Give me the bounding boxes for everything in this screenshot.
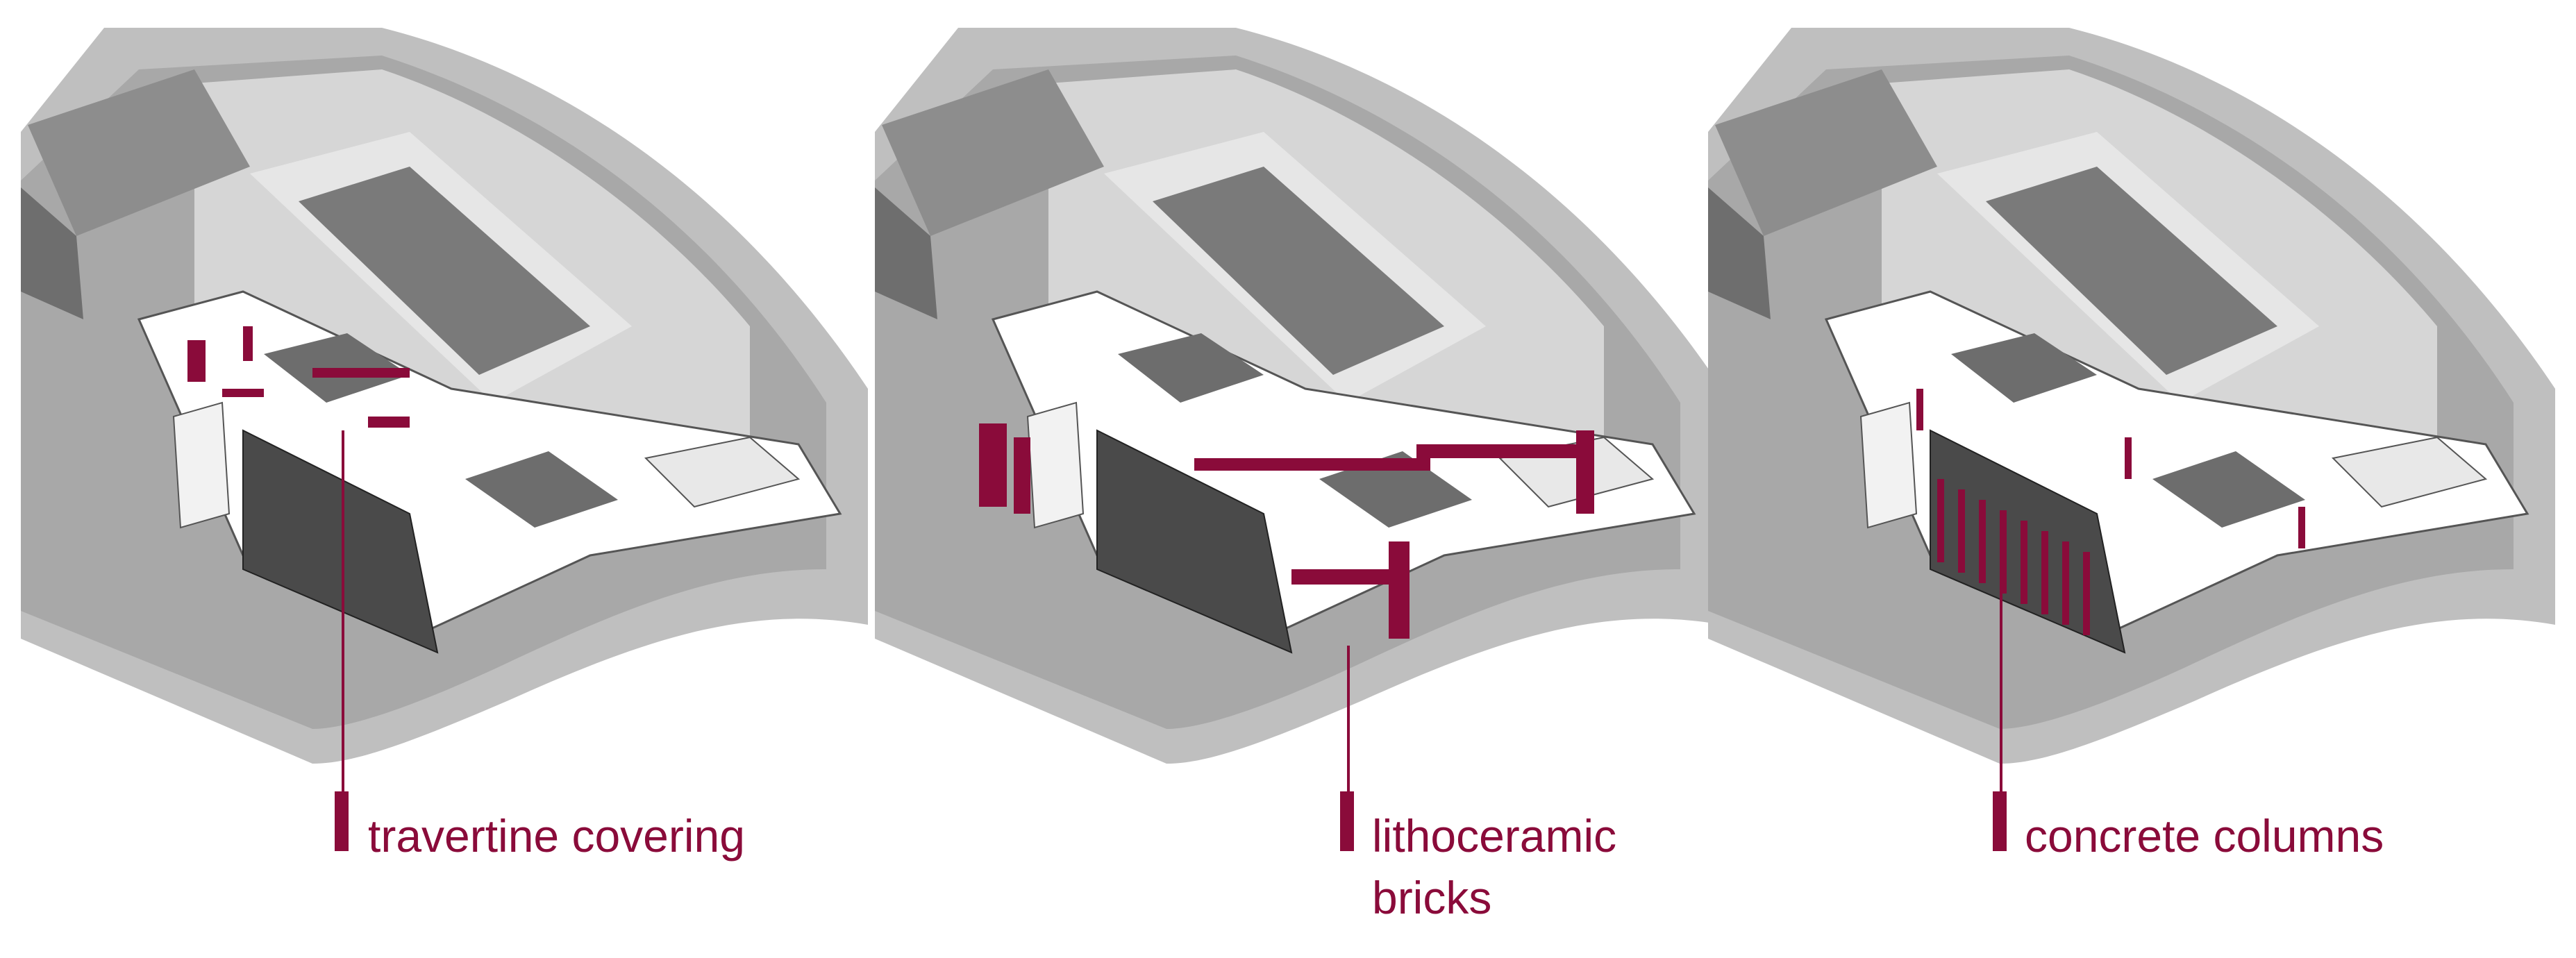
travertine-marker <box>335 791 349 851</box>
travertine-wall-highlight <box>187 326 410 428</box>
lithoceramic-leader-line <box>1347 646 1350 793</box>
dark-side-block <box>875 69 1104 319</box>
concrete-label: concrete columns <box>2025 810 2384 862</box>
lithoceramic-marker <box>1340 791 1354 851</box>
axonometric-panel-concrete <box>1708 28 2555 764</box>
concrete-marker <box>1993 791 2007 851</box>
plaza-block <box>250 132 632 403</box>
dark-side-block <box>21 69 250 319</box>
dark-side-block <box>1708 69 1937 319</box>
plaza-block <box>1937 132 2319 403</box>
plaza-block <box>1104 132 1486 403</box>
axonometric-panel-lithoceramic <box>875 28 1722 764</box>
axonometric-panel-travertine <box>21 28 868 764</box>
concrete-leader-line <box>2000 541 2002 791</box>
column-highlight <box>1916 389 2305 635</box>
lithoceramic-label: lithoceramic bricks <box>1372 810 1617 924</box>
brick-wall-highlight <box>979 423 1594 639</box>
travertine-leader-line <box>342 430 344 791</box>
travertine-label: travertine covering <box>368 810 745 862</box>
